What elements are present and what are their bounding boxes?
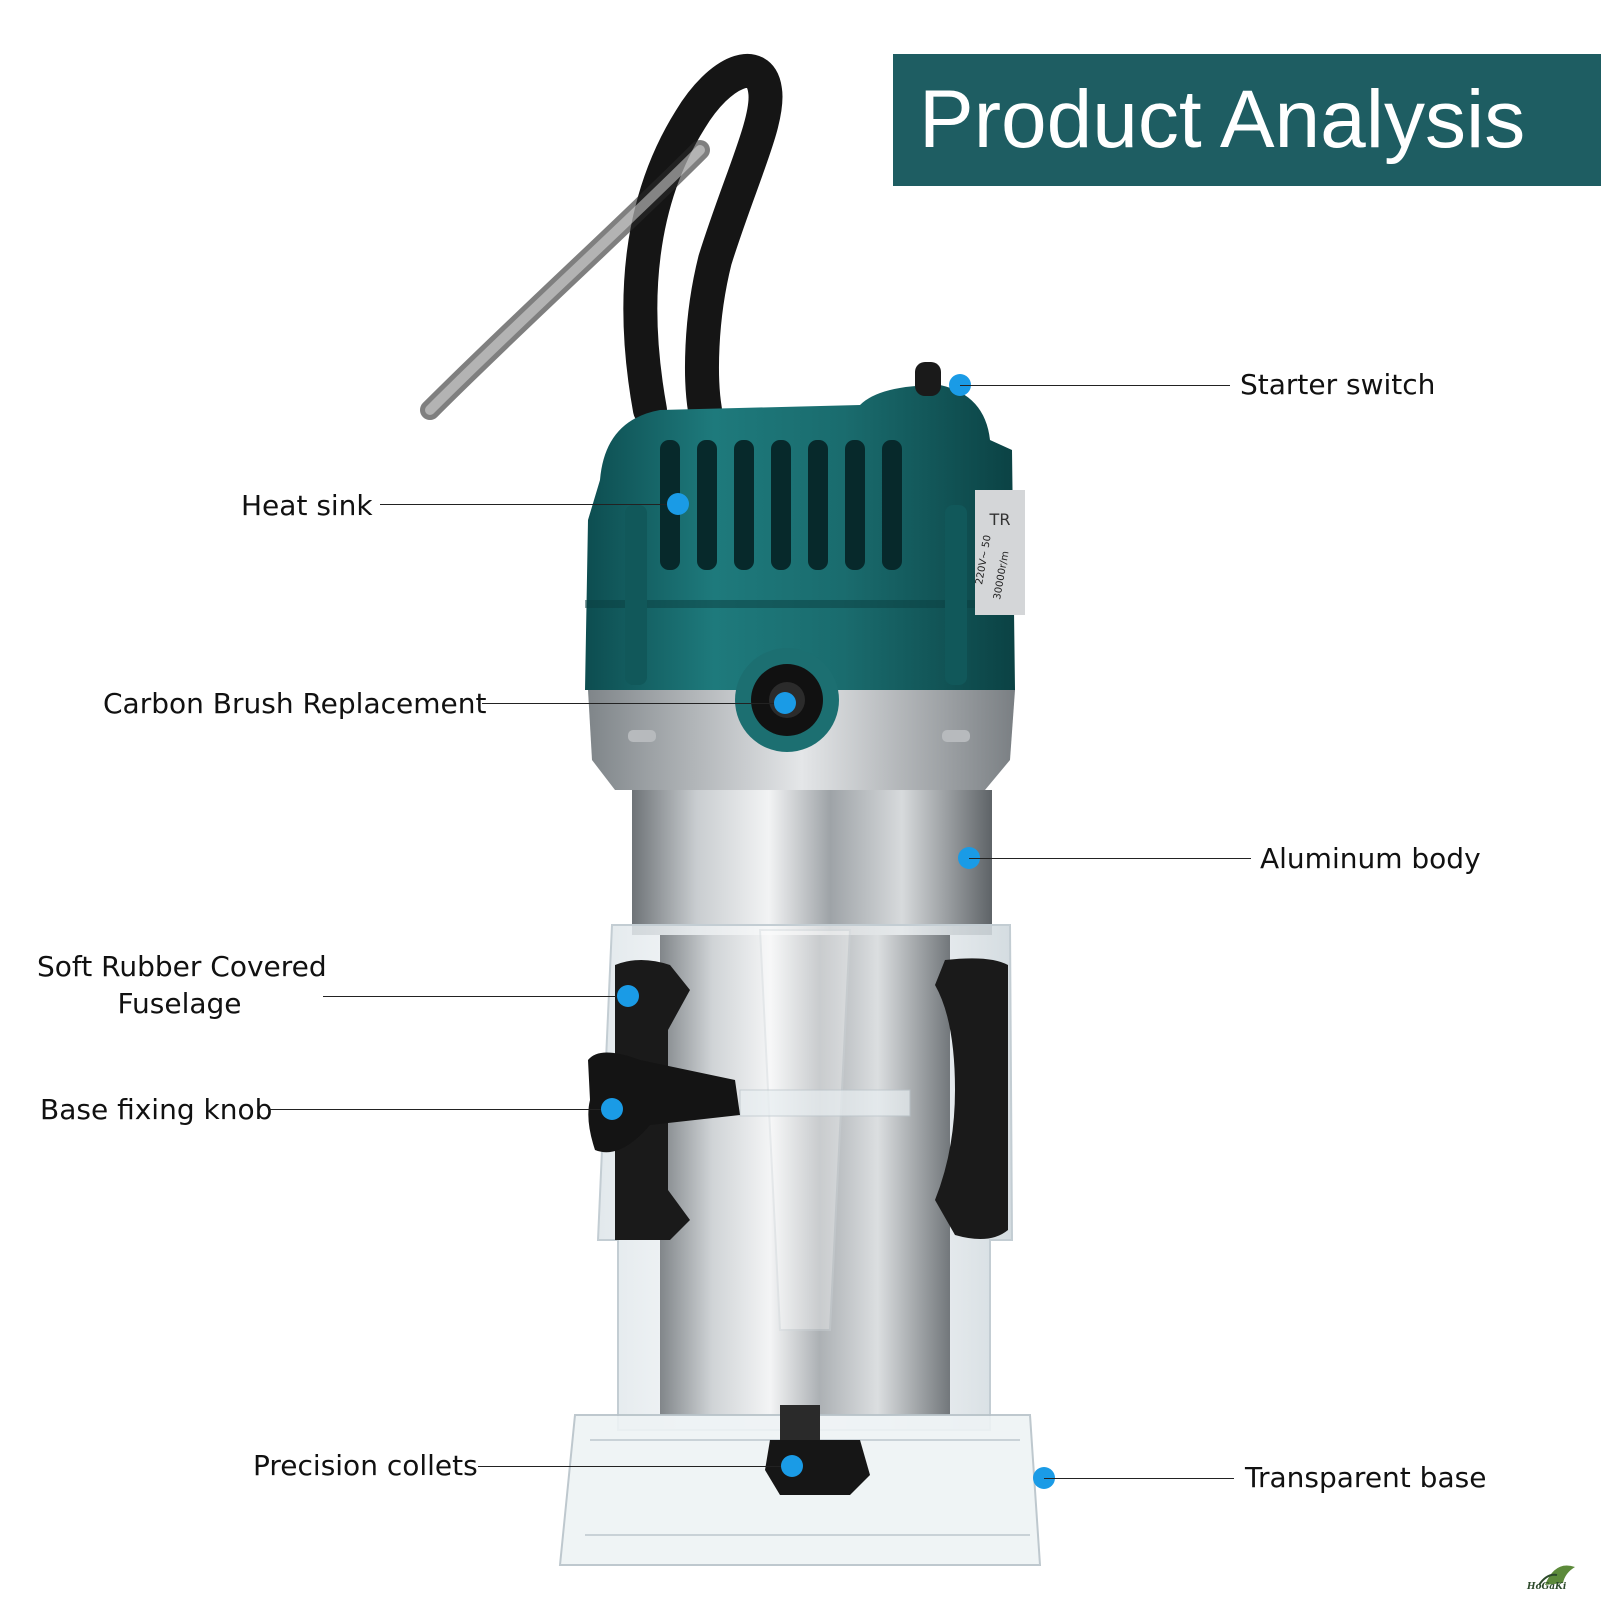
motor-housing — [585, 385, 1015, 690]
soft-rubber-marker — [617, 985, 639, 1007]
power-cord — [623, 54, 783, 427]
carbon-brush-leader — [482, 703, 785, 704]
svg-text:TR: TR — [989, 510, 1011, 529]
page-title: Product Analysis — [893, 54, 1601, 186]
starter-switch-leader — [960, 385, 1230, 386]
precision-collets-leader — [478, 1466, 792, 1467]
brand-logo-text: HoGaKi — [1527, 1582, 1567, 1592]
base-fixing-knob — [588, 1052, 740, 1153]
soft-rubber-leader — [323, 996, 628, 997]
rubber-grip-right — [935, 958, 1008, 1239]
brand-logo — [1538, 1565, 1575, 1586]
carbon-brush-label: Carbon Brush Replacement — [103, 687, 487, 720]
carbon-brush-marker — [774, 692, 796, 714]
collet-nut — [765, 1440, 870, 1495]
heat-sink-label: Heat sink — [241, 489, 373, 522]
heat-sink-leader — [380, 504, 678, 505]
transparent-base-label: Transparent base — [1245, 1461, 1487, 1494]
soft-rubber-label: Soft Rubber Covered Fuselage — [37, 948, 327, 1022]
precision-collets-marker — [781, 1455, 803, 1477]
starter-switch — [915, 362, 941, 396]
heat-sink-marker — [667, 493, 689, 515]
soft-rubber-label-line2: Fuselage — [117, 987, 242, 1020]
base-knob-leader — [269, 1109, 612, 1110]
aluminum-body-label: Aluminum body — [1260, 842, 1481, 875]
starter-switch-label: Starter switch — [1240, 368, 1436, 401]
base-knob-marker — [601, 1098, 623, 1120]
aluminum-body — [632, 790, 992, 935]
precision-collets-label: Precision collets — [253, 1449, 478, 1482]
transparent-base-leader — [1044, 1478, 1234, 1479]
soft-rubber-label-line1: Soft Rubber Covered — [37, 950, 327, 983]
collet-shaft — [780, 1405, 820, 1445]
nameplate — [975, 490, 1025, 615]
aluminum-body-leader — [969, 858, 1251, 859]
base-knob-label: Base fixing knob — [40, 1093, 273, 1126]
